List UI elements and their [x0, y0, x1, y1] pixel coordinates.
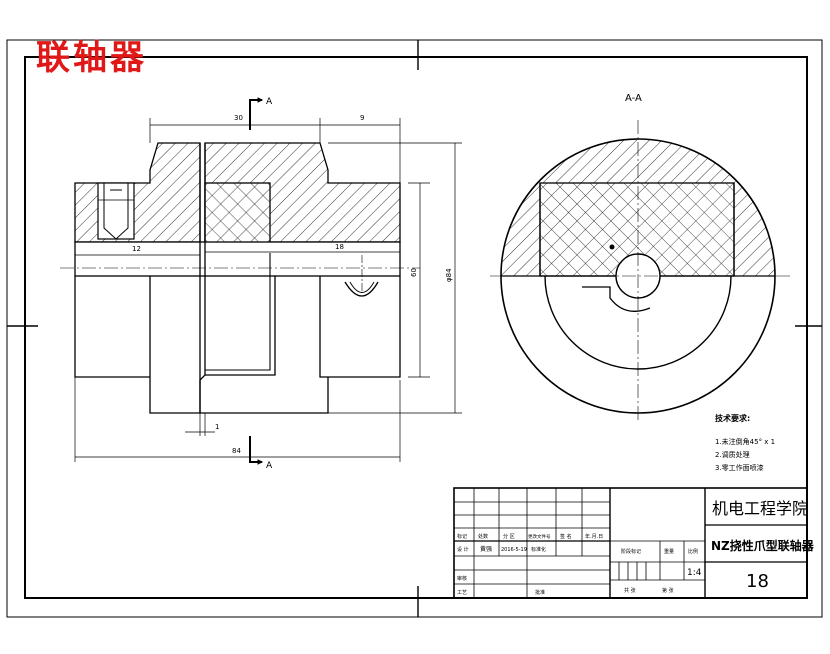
- dim-top-left: 30: [234, 114, 243, 122]
- tech-req-item-1: 1.未注倒角45° x 1: [715, 437, 775, 446]
- section-label: A-A: [625, 93, 642, 104]
- scale-label: 比例: [688, 548, 698, 555]
- shaft-bore-band: [74, 241, 401, 277]
- design-label: 设 计: [457, 546, 469, 553]
- section-view: [490, 120, 790, 420]
- designer-name: 黄强: [480, 545, 492, 553]
- dim-shaft-right: 18: [335, 243, 344, 251]
- approve-label: 批准: [535, 589, 545, 596]
- head-col-3: 分 区: [503, 533, 515, 540]
- drawing-number: 18: [746, 571, 769, 592]
- review-label: 审核: [457, 575, 467, 582]
- outer-border: [6, 39, 823, 618]
- scale-value: 1:4: [687, 568, 702, 578]
- section-cut-top: [249, 99, 262, 130]
- section-cut-bottom: [249, 436, 262, 463]
- left-hub-section: [74, 142, 201, 243]
- stage-label: 阶段标记: [621, 548, 641, 555]
- section-marker-bottom: A: [266, 461, 273, 471]
- tech-req-item-3: 3.零工作面喷漆: [715, 463, 764, 472]
- school-name: 机电工程学院: [712, 499, 808, 518]
- dim-shaft-left: 12: [132, 245, 141, 253]
- inner-frame: [24, 56, 808, 599]
- lower-outline: [74, 276, 401, 414]
- dim-height-outer: φ84: [445, 268, 453, 282]
- design-date: 2016-5-19: [501, 547, 527, 553]
- head-col-1: 标记: [457, 533, 467, 540]
- part-name: NZ挠性爪型联轴器: [711, 538, 815, 553]
- dim-height-inner: 60: [410, 268, 418, 277]
- dimension-lines: [74, 118, 462, 462]
- drawing-title: 联轴器: [36, 38, 147, 78]
- head-col-2: 处数: [478, 533, 488, 540]
- tech-req-item-2: 2.调质处理: [715, 450, 750, 459]
- sheet-number: 第 张: [662, 587, 674, 594]
- weight-label: 重量: [664, 548, 674, 555]
- section-marker-top: A: [266, 97, 273, 107]
- process-label: 工艺: [457, 590, 467, 596]
- dim-overall: 84: [232, 447, 241, 455]
- centering-marks: [7, 40, 822, 617]
- sheet-total: 共 张: [624, 587, 636, 594]
- title-block: [453, 487, 808, 599]
- set-screw: [97, 182, 135, 240]
- standardization-label: 标准化: [531, 546, 546, 553]
- head-col-4: 更改文件号: [528, 533, 551, 540]
- dim-top-right: 9: [360, 114, 364, 122]
- head-col-5: 签 名: [560, 533, 572, 540]
- tech-req-heading: 技术要求:: [715, 413, 750, 423]
- front-view: [60, 97, 420, 465]
- head-col-6: 年.月.日: [585, 533, 603, 540]
- dim-gap: 1: [215, 423, 219, 431]
- keyway: [344, 281, 379, 297]
